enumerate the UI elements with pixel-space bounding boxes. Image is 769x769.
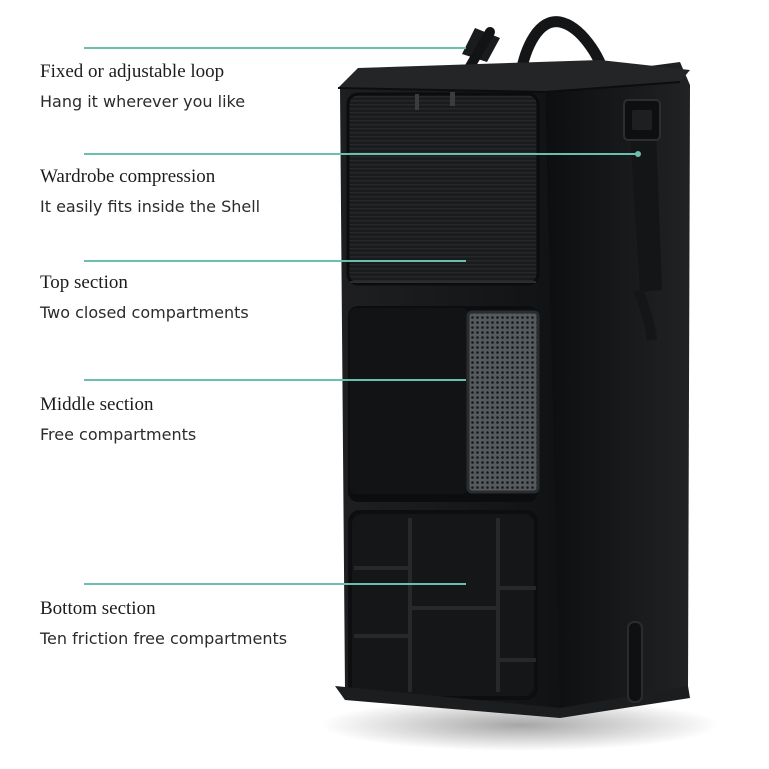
feature-description: Hang it wherever you like [40, 92, 246, 111]
leader-dot-compression [635, 151, 641, 157]
feature-description: Ten friction free compartments [40, 629, 288, 648]
leader-line-middle-section [84, 379, 466, 381]
leader-line-loop [84, 47, 466, 49]
feature-title: Fixed or adjustable loop [40, 61, 225, 82]
feature-compression: Wardrobe compression It easily fits insi… [40, 165, 340, 218]
feature-title: Middle section [40, 394, 154, 415]
feature-middle-section: Middle section Free compartments [40, 393, 340, 446]
feature-description: Two closed compartments [40, 303, 249, 322]
feature-title: Wardrobe compression [40, 166, 216, 187]
feature-description: Free compartments [40, 425, 197, 444]
feature-top-section: Top section Two closed compartments [40, 271, 340, 324]
feature-title: Top section [40, 272, 128, 293]
feature-bottom-section: Bottom section Ten friction free compart… [40, 597, 340, 650]
leader-line-bottom-section [84, 583, 466, 585]
leader-line-top-section [84, 260, 466, 262]
feature-title: Bottom section [40, 598, 156, 619]
leader-line-compression [84, 153, 638, 155]
feature-loop: Fixed or adjustable loop Hang it whereve… [40, 60, 340, 113]
feature-description: It easily fits inside the Shell [40, 197, 261, 216]
